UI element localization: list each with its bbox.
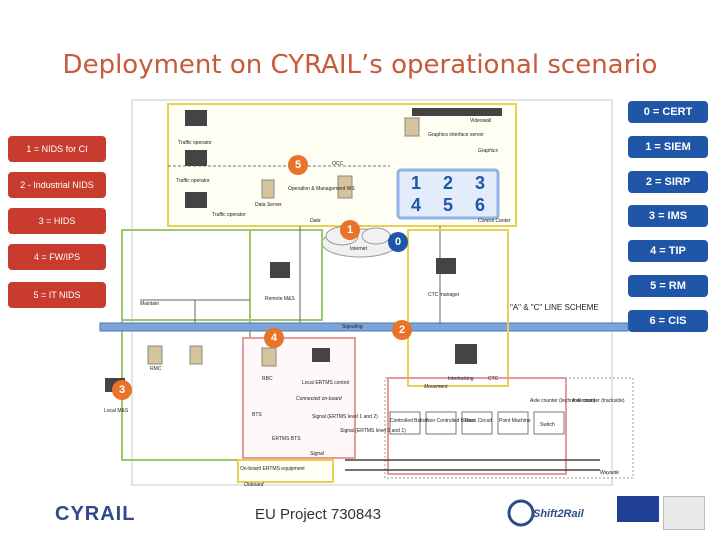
legend-sirp: 2 = SIRP (628, 171, 708, 193)
label-movement: Movement (424, 384, 448, 390)
cyrail-logo-text: CYRAIL (55, 503, 136, 525)
grid-highlight (396, 168, 500, 220)
legend-industrial-nids: 2 - Industrial NIDS (8, 172, 106, 198)
label-local-ertms: Local ERTMS control (302, 380, 350, 386)
marker-3: 3 (112, 380, 132, 400)
label-connected-onboard: Connected on-board (296, 396, 342, 402)
footer-project: EU Project 730843 (255, 506, 381, 523)
server-rack-icon (455, 344, 477, 364)
grid-num-1: 1 (410, 172, 421, 193)
label-switch: Switch (540, 422, 555, 428)
legend-ims: 3 = IMS (628, 205, 708, 227)
label-data-server: Data Server (255, 202, 282, 208)
computer-icon (270, 262, 290, 278)
label-occ: OCC (332, 161, 344, 167)
legend-fw-ips: 4 = FW/IPS (8, 244, 106, 270)
label-rmc: RMC (150, 366, 162, 372)
legend-hids: 3 = HIDS (8, 208, 106, 234)
label-signal: Signal (310, 451, 324, 457)
server-icon (189, 345, 203, 365)
label-graphics-server: Graphics interface server (428, 132, 484, 138)
marker-2: 2 (392, 320, 412, 340)
label-track-circuit: Track Circuit (464, 418, 492, 424)
marker-1: 1 (340, 220, 360, 240)
computer-icon (436, 258, 456, 274)
legend-it-nids: 5 = IT NIDS (8, 282, 106, 308)
label-interlocking: Interlocking (448, 376, 474, 382)
grid-num-4: 4 (410, 194, 421, 215)
videowall-icon (412, 108, 502, 116)
computer-icon (185, 192, 207, 208)
label-ops-mgmt: Operation & Management WS (288, 186, 355, 192)
tool-grid: 1 2 3 4 5 6 (400, 172, 496, 216)
legend-rm: 5 = RM (628, 275, 708, 297)
page-title: Deployment on CYRAIL’s operational scena… (62, 50, 658, 80)
marker-0: 0 (388, 232, 408, 252)
label-wayside: Wayside (600, 470, 620, 476)
label-controlled-balise: Controlled Balise (390, 418, 428, 424)
label-point-machine: Point Machine (499, 418, 531, 424)
legend-siem: 1 = SIEM (628, 136, 708, 158)
diagram-frame (131, 99, 613, 486)
eu-commission-logo (663, 496, 705, 530)
computer-icon (185, 110, 207, 126)
interlocking-area (407, 229, 509, 387)
line-scheme-label: "A" & "C" LINE SCHEME (510, 303, 599, 312)
label-signal-2: Signal (ERTMS level 0 and 1) (340, 428, 406, 434)
label-onboard-ertms: On-board ERTMS equipment (240, 466, 305, 472)
marker-4: 4 (264, 328, 284, 348)
label-signaling: Signaling (342, 324, 363, 330)
label-remote-mas: Remote M&S (265, 296, 295, 302)
server-icon (261, 179, 275, 199)
label-graphics: Graphics (478, 148, 499, 154)
server-icon (147, 345, 163, 365)
shift2rail-logo-text: Shift2Rail (533, 508, 585, 520)
signaling-bus (99, 322, 629, 332)
legend-cis: 6 = CIS (628, 310, 708, 332)
label-signal-1: Signal (ERTMS level 1 and 2) (312, 414, 378, 420)
label-local-mas: Local M&S (104, 408, 129, 414)
eu-flag-icon (617, 496, 659, 522)
label-control-center: Control Center (478, 218, 511, 224)
grid-num-6: 6 (474, 194, 485, 215)
label-videowall: Videowall (470, 118, 492, 124)
label-ctc: CTC (488, 376, 499, 382)
label-maintain: Maintain (140, 301, 159, 307)
label-bts: BTS (252, 412, 262, 418)
computer-icon (185, 150, 207, 166)
label-onboard: Onboard (244, 482, 264, 488)
label-ertms-bts: ERTMS BTS (272, 436, 301, 442)
label-axle-counter-1: Axle counter (technical room) (530, 398, 596, 404)
onboard-box (237, 459, 334, 483)
label-axle-counter-2: Axle counter (trackside) (572, 398, 625, 404)
shift2rail-logo: Shift2Rail (507, 499, 585, 527)
cyrail-logo: CYRAIL (55, 503, 135, 526)
computer-icon (312, 348, 330, 362)
label-traffic-operator: Traffic operator (176, 178, 210, 184)
label-non-controlled-balise: Non Controlled Balise (426, 418, 475, 424)
label-rbc: RBC (262, 376, 273, 382)
server-icon (261, 347, 277, 367)
label-ctc-manager: CTC manager (428, 292, 460, 298)
legend-nids-ci: 1 = NIDS for CI (8, 136, 106, 162)
label-traffic-operator: Traffic operator (178, 140, 212, 146)
grid-num-3: 3 (474, 172, 485, 193)
server-icon (404, 117, 420, 137)
maintain-area (121, 229, 251, 461)
label-data: Data (310, 218, 321, 224)
label-traffic-operator: Traffic operator (212, 212, 246, 218)
grid-num-5: 5 (442, 194, 453, 215)
legend-tip: 4 = TIP (628, 240, 708, 262)
marker-5: 5 (288, 155, 308, 175)
server-icon (337, 175, 353, 199)
legend-cert: 0 = CERT (628, 101, 708, 123)
label-internet: Internet (350, 246, 367, 252)
grid-num-2: 2 (442, 172, 453, 193)
